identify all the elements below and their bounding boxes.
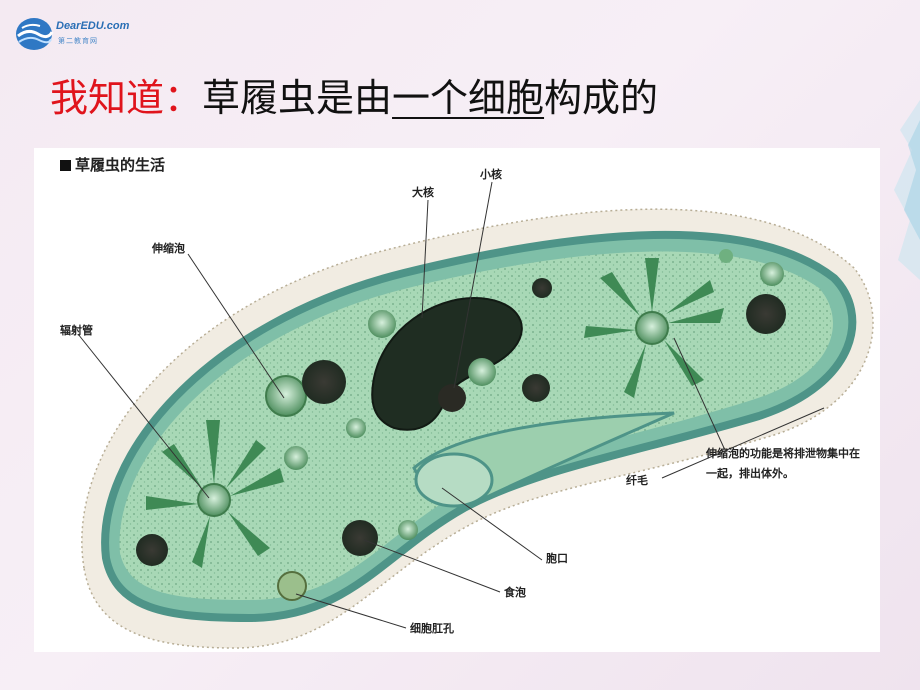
label-cilia: 纤毛 xyxy=(626,474,648,487)
figure-heading: 草履虫的生活 xyxy=(60,154,165,175)
title-part2: 构成的 xyxy=(544,76,659,120)
label-micronucleus: 小核 xyxy=(480,168,502,181)
figure-heading-text: 草履虫的生活 xyxy=(75,156,166,174)
paramecium-figure: 草履虫的生活 大核 小核 伸缩泡 辐射管 纤毛 伸缩泡的功能是将排泄物集中在一起… xyxy=(34,148,880,652)
title-underlined: 一个细胞 xyxy=(392,76,545,120)
contractile-vacuole-right xyxy=(584,258,724,398)
heading-square-icon xyxy=(60,160,71,171)
site-logo: DearEDU.com 第二教育网 xyxy=(14,14,144,58)
page-title: 我知道：草履虫是由一个细胞构成的 xyxy=(50,70,658,130)
label-macronucleus: 大核 xyxy=(412,186,434,199)
title-lead: 我知道： xyxy=(50,76,203,120)
label-anal-pore: 细胞肛孔 xyxy=(410,622,454,635)
decoration-crystal xyxy=(894,100,920,280)
title-part1: 草履虫是由 xyxy=(202,76,393,120)
anal-pore xyxy=(277,571,307,601)
label-radial-canal: 辐射管 xyxy=(60,324,93,337)
label-oral-groove: 胞口 xyxy=(546,552,568,565)
logo-icon xyxy=(16,18,54,50)
label-contractile-vacuole: 伸缩泡 xyxy=(152,242,185,255)
label-food-vacuole: 食泡 xyxy=(504,586,526,599)
food-vacuole xyxy=(342,520,378,556)
macronucleus xyxy=(371,296,523,431)
logo-subtitle: 第二教育网 xyxy=(58,37,98,45)
logo-text: DearEDU.com xyxy=(56,20,130,32)
label-contractile-note: 伸缩泡的功能是将排泄物集中在一起，排出体外。 xyxy=(706,447,860,480)
paramecium-illustration xyxy=(77,181,874,649)
